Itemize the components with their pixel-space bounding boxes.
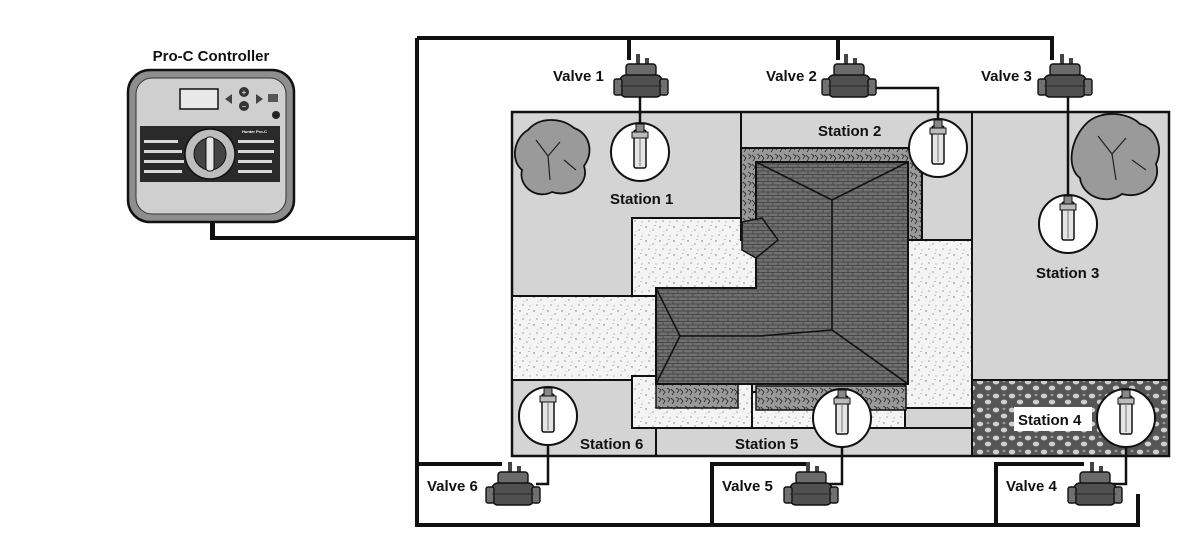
station-5: Station 5 [735,388,872,453]
valve-label: Valve 1 [553,68,604,85]
tree-right [1070,113,1161,201]
driveway [511,295,663,381]
station-2: Station 2 [818,118,968,178]
station-1: Station 1 [610,122,673,208]
station-label: Station 5 [735,436,798,453]
valve-label: Valve 6 [427,478,478,495]
station-label: Station 3 [1036,265,1099,282]
tree-left [514,119,591,196]
controller-brand: Hunter Pro-C [242,129,267,134]
valve-label: Valve 3 [981,68,1032,85]
station-4: Station 4 [1014,388,1156,448]
valve-3: Valve 3 [981,53,1093,98]
controller-title: Pro-C Controller [153,48,270,65]
pro-c-controller: Pro-C Controller + − Hunter Pro-C [126,48,296,240]
station-label: Station 6 [580,436,643,453]
control-buttons: + − [225,87,280,119]
station-label: Station 2 [818,123,881,140]
side-walk [904,239,973,409]
valve-4: Valve 4 [1006,461,1123,506]
valve-label: Valve 5 [722,478,773,495]
dial-labels [144,140,274,173]
program-dial [184,128,236,180]
station-6: Station 6 [518,386,643,453]
station-label: Station 1 [610,191,673,208]
station-3: Station 3 [1036,194,1099,282]
svg-text:−: − [242,102,247,111]
station-label: Station 4 [1018,412,1082,429]
house-roof [655,161,909,385]
controller-cable [210,222,215,240]
shrub-bed-bottom-left [655,383,739,409]
valve-6: Valve 6 [427,461,541,506]
valve-1: Valve 1 [553,53,669,98]
station-label-bg [1014,407,1092,431]
svg-text:+: + [242,88,247,97]
valve-2: Valve 2 [766,53,877,98]
lcd-display [179,88,219,110]
valve-5: Valve 5 [722,461,839,506]
control-wiring [212,36,1140,527]
valve-label: Valve 4 [1006,478,1058,495]
valve-label: Valve 2 [766,68,817,85]
